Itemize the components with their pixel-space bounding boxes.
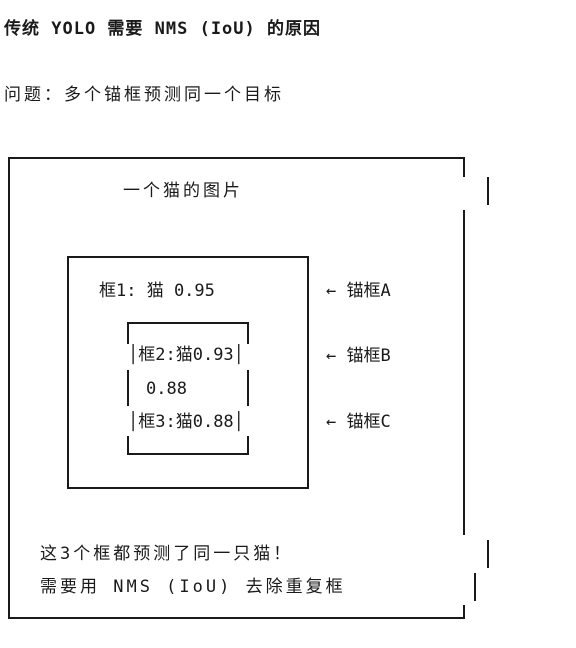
box-1-label: 框1: 猫 0.95 bbox=[99, 281, 215, 301]
page-title: 传统 YOLO 需要 NMS (IoU) 的原因 bbox=[4, 19, 321, 39]
problem-statement: 问题：多个锚框预测同一个目标 bbox=[4, 85, 284, 105]
anchor-a-label: ← 锚框A bbox=[326, 281, 391, 301]
middle-value: 0.88 bbox=[146, 379, 187, 399]
note-line-1: 这3个框都预测了同一只猫！ bbox=[40, 544, 294, 564]
image-label: 一个猫的图片 bbox=[123, 181, 243, 201]
note-line-2: 需要用 NMS (IoU) 去除重复框 bbox=[40, 577, 346, 597]
anchor-b-label: ← 锚框B bbox=[326, 346, 391, 366]
box-2-label: │框2:猫0.93│ bbox=[128, 345, 244, 365]
box-3-label: │框3:猫0.88│ bbox=[128, 412, 244, 432]
anchor-c-label: ← 锚框C bbox=[326, 412, 391, 432]
